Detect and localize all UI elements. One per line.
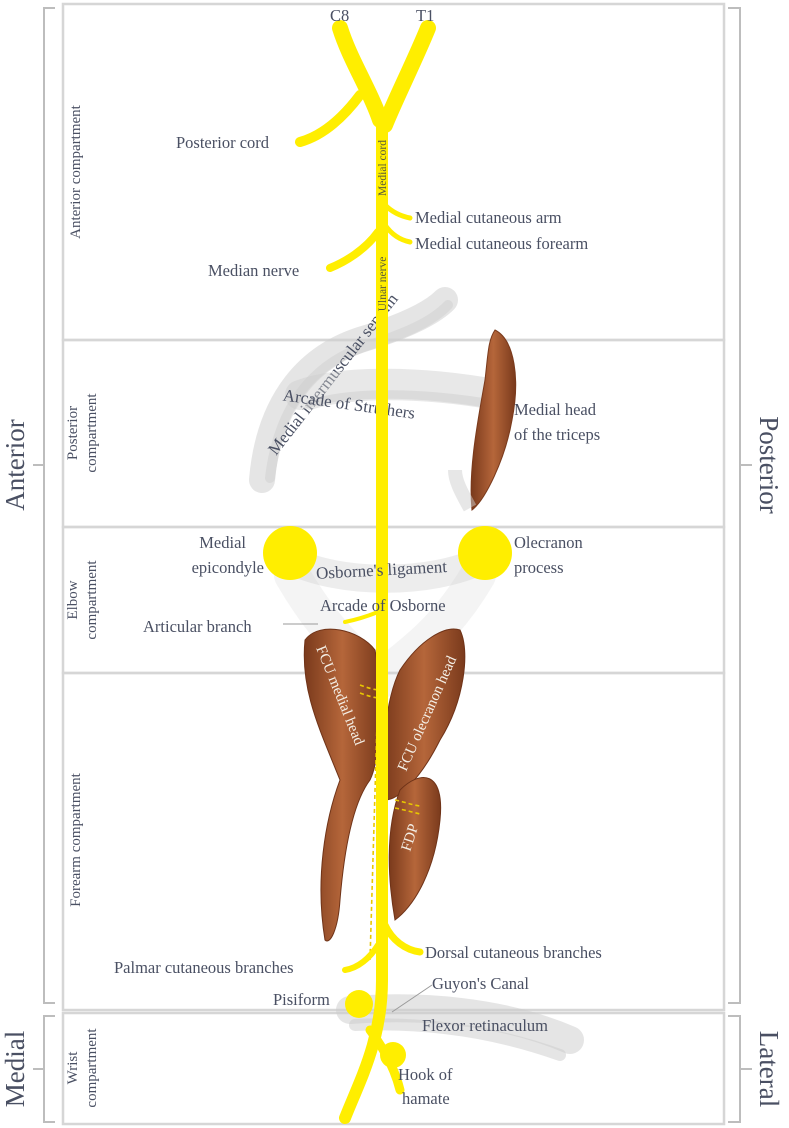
hook-of-hamate-bone <box>380 1042 406 1068</box>
medial-intermuscular-septum <box>249 287 458 493</box>
fcu-medial-head-muscle <box>303 628 381 942</box>
guyons-canal-label: Guyon's Canal <box>432 974 529 993</box>
posterior-cord-branch <box>295 90 365 147</box>
median-nerve-branch <box>326 228 382 272</box>
leader-lines <box>283 623 433 1013</box>
ulnar-nerve-label: Ulnar nerve <box>377 257 389 312</box>
anterior-bracket <box>33 7 55 1004</box>
t1-root <box>377 20 436 133</box>
anterior-compartment-box <box>61 2 726 342</box>
anterior-compartment-label: Anterior compartment <box>68 104 84 239</box>
medial-cutaneous-arm-label: Medial cutaneous arm <box>415 208 562 227</box>
olecranon-label-1: Olecranon <box>514 533 583 552</box>
medial-bracket <box>33 1015 55 1123</box>
wrist-compartment-label-1: Wrist <box>65 1051 81 1085</box>
arcade-of-osborne-label: Arcade of Osborne <box>320 596 446 615</box>
median-nerve-label: Median nerve <box>208 261 299 280</box>
c8-label: C8 <box>330 6 349 25</box>
lateral-side-label: Lateral <box>754 1031 784 1107</box>
medial-epicondyle-bone <box>263 526 317 580</box>
forearm-compartment-label: Forearm compartment <box>68 772 84 907</box>
medial-head-label-2: of the triceps <box>514 425 600 444</box>
medial-cutaneous-arm-branch <box>382 202 413 221</box>
olecranon-process-bone <box>458 526 512 580</box>
posterior-side-label: Posterior <box>754 416 784 514</box>
medial-head-label-1: Medial head <box>514 400 597 419</box>
pisiform-label: Pisiform <box>273 990 330 1009</box>
fdp-muscle <box>388 777 442 921</box>
medial-epicondyle-label-1: Medial <box>199 533 246 552</box>
posterior-cord-label: Posterior cord <box>176 133 270 152</box>
medial-cutaneous-forearm-branch <box>382 222 413 245</box>
medial-cutaneous-forearm-label: Medial cutaneous forearm <box>415 234 588 253</box>
olecranon-label-2: process <box>514 558 563 577</box>
t1-label: T1 <box>416 6 434 25</box>
anterior-side-label: Anterior <box>0 419 30 510</box>
dorsal-cutaneous-label: Dorsal cutaneous branches <box>425 943 602 962</box>
ulnar-nerve-wrist <box>339 974 388 1124</box>
medial-epicondyle-label-2: epicondyle <box>192 558 264 577</box>
dorsal-cutaneous-branch-nerve <box>381 921 424 956</box>
nerve-paths <box>295 20 436 1124</box>
elbow-compartment-label-1: Elbow <box>65 580 81 619</box>
medial-cord-label: Medial cord <box>377 140 389 196</box>
posterior-compartment-label-2: compartment <box>84 393 100 473</box>
triceps-tendon <box>448 469 477 512</box>
lateral-bracket <box>728 1015 752 1123</box>
posterior-compartment-box <box>61 338 726 529</box>
c8-root <box>332 20 388 128</box>
pisiform-bone <box>345 990 373 1018</box>
palmar-cutaneous-branch-nerve <box>342 942 381 973</box>
hook-of-hamate-label-1: Hook of <box>398 1065 453 1084</box>
side-brackets <box>33 7 752 1123</box>
triceps-medial-head <box>470 329 517 511</box>
posterior-compartment-label-1: Posterior <box>65 406 81 460</box>
articular-branch-label: Articular branch <box>143 617 252 636</box>
articular-branch-nerve <box>343 610 380 624</box>
hook-of-hamate-label-2: hamate <box>402 1089 450 1108</box>
elbow-compartment-label-2: compartment <box>84 560 100 640</box>
wrist-compartment-label-2: compartment <box>84 1028 100 1108</box>
flexor-retinaculum-label: Flexor retinaculum <box>422 1016 548 1035</box>
medial-side-label: Medial <box>0 1031 30 1107</box>
posterior-bracket <box>728 7 752 1004</box>
palmar-cutaneous-label: Palmar cutaneous branches <box>114 958 294 977</box>
